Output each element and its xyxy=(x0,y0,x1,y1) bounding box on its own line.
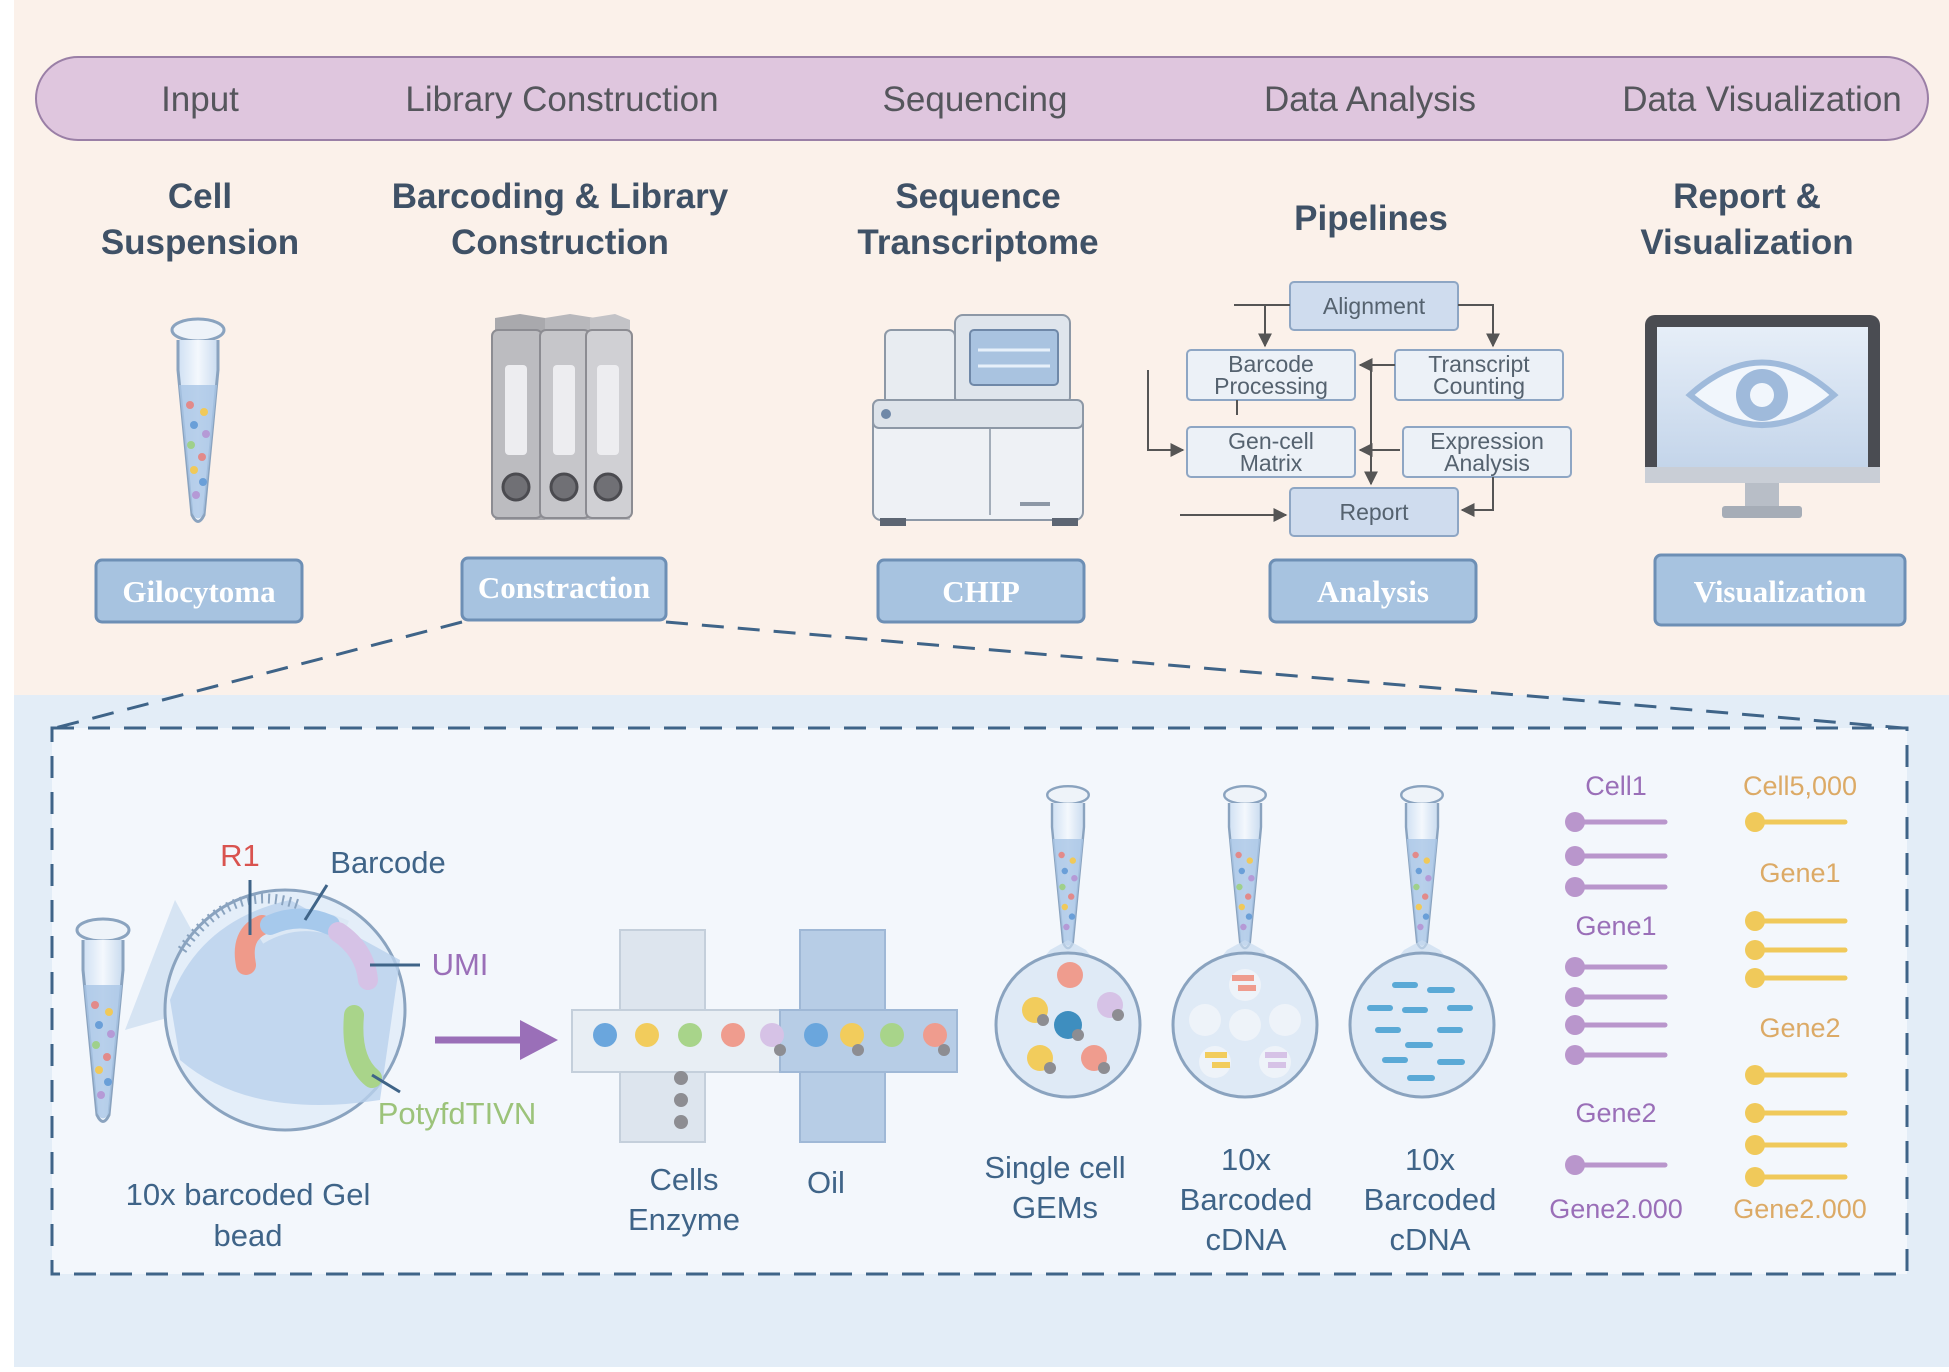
step-title-report: Report & xyxy=(1673,177,1821,216)
enzyme-label: Enzyme xyxy=(628,1202,740,1237)
matrix-right-gene2-label: Gene2 xyxy=(1759,1013,1840,1043)
report-box xyxy=(1289,487,1459,537)
stage-label-sequencing: Sequencing xyxy=(883,80,1068,119)
visualization-button[interactable]: Visualization xyxy=(1653,553,1907,627)
monitor-eye-icon xyxy=(1645,315,1880,518)
visualization-button-label: Visualization xyxy=(1694,574,1867,609)
process-arrow-icon xyxy=(435,1020,558,1060)
expression-analysis-label-2: Analysis xyxy=(1444,450,1530,476)
single-cell-gems: Single cell GEMs xyxy=(984,785,1142,1225)
barcode-processing-label-2: Processing xyxy=(1214,373,1328,399)
step-title-cell: Cell xyxy=(168,177,232,216)
constraction-button-label: Constraction xyxy=(478,570,650,605)
gen-cell-matrix-box xyxy=(1186,426,1356,478)
stage-label-visualization: Data Visualization xyxy=(1622,80,1902,119)
cdna2-label-3: cDNA xyxy=(1390,1222,1471,1257)
matrix-left-gene2-label: Gene2 xyxy=(1575,1098,1656,1128)
r1-label: R1 xyxy=(220,838,260,873)
umi-label: UMI xyxy=(432,947,489,982)
step-title-barcoding: Barcoding & Library xyxy=(392,177,729,216)
expression-analysis-box xyxy=(1402,426,1572,478)
gilocytoma-button-label: Gilocytoma xyxy=(122,574,276,609)
expression-analysis-label-1: Expression xyxy=(1430,428,1544,454)
gems-label-1: Single cell xyxy=(984,1150,1125,1185)
analysis-button[interactable]: Analysis xyxy=(1268,558,1478,624)
gene-matrix-cell1: Cell1 Gene1 Gene2 Gene2.000 xyxy=(1549,771,1683,1224)
constraction-button[interactable]: Constraction xyxy=(460,556,668,622)
transcript-counting-label-1: Transcript xyxy=(1428,351,1530,377)
barcoded-cdna-1: 10x Barcoded cDNA xyxy=(1171,785,1319,1257)
step-title-visualization: Visualization xyxy=(1640,223,1853,262)
cdna2-label-1: 10x xyxy=(1405,1142,1455,1177)
chip-button-label: CHIP xyxy=(942,574,1020,609)
step-title-construction: Construction xyxy=(451,223,669,262)
step-title-suspension: Suspension xyxy=(101,223,299,262)
stage-bar: Input Library Construction Sequencing Da… xyxy=(35,56,1929,141)
matrix-cell5000-label: Cell5,000 xyxy=(1743,771,1857,801)
gen-cell-matrix-label-2: Matrix xyxy=(1240,450,1303,476)
oil-label: Oil xyxy=(807,1165,845,1200)
step-title-pipelines: Pipelines xyxy=(1294,199,1448,238)
gilocytoma-button[interactable]: Gilocytoma xyxy=(94,558,304,624)
step-title-sequence: Sequence xyxy=(895,177,1060,216)
gel-bead-diagram: R1 Barcode UMI PotyfdTIVN 10x barcoded G… xyxy=(75,838,537,1253)
barcode-processing-box xyxy=(1186,349,1356,401)
cdna1-label-1: 10x xyxy=(1221,1142,1271,1177)
transcript-counting-box xyxy=(1394,349,1564,401)
gems-label-2: GEMs xyxy=(1012,1190,1098,1225)
barcode-processing-label-1: Barcode xyxy=(1228,351,1314,377)
microfluidic-chip: Cells Enzyme Oil xyxy=(571,929,958,1237)
stage-label-input: Input xyxy=(161,80,239,119)
gene-matrix-cell5000: Cell5,000 Gene1 Gene2 Gene2.000 xyxy=(1733,771,1867,1224)
matrix-left-gene1-label: Gene1 xyxy=(1575,911,1656,941)
binders-icon xyxy=(491,314,633,520)
polyt-label: PotyfdTIVN xyxy=(378,1096,537,1131)
chip-button[interactable]: CHIP xyxy=(876,558,1086,624)
analysis-button-label: Analysis xyxy=(1317,574,1429,609)
zoom-connector-lines xyxy=(54,620,1904,730)
stage-label-library: Library Construction xyxy=(405,80,718,119)
report-label: Report xyxy=(1339,499,1409,525)
pipeline-flowchart: Alignment Barcode Processing Transcript … xyxy=(1147,281,1572,537)
sequencer-icon xyxy=(872,314,1084,526)
matrix-right-gene2000-label: Gene2.000 xyxy=(1733,1194,1867,1224)
gen-cell-matrix-label-1: Gen-cell xyxy=(1228,428,1314,454)
step-title-transcriptome: Transcriptome xyxy=(857,223,1098,262)
matrix-left-gene2000-label: Gene2.000 xyxy=(1549,1194,1683,1224)
bead-caption-1: 10x barcoded Gel xyxy=(126,1177,371,1212)
cdna2-label-2: Barcoded xyxy=(1364,1182,1497,1217)
cdna1-label-2: Barcoded xyxy=(1180,1182,1313,1217)
cdna1-label-3: cDNA xyxy=(1206,1222,1287,1257)
barcoded-cdna-2: 10x Barcoded cDNA xyxy=(1348,785,1497,1257)
cells-label: Cells xyxy=(650,1162,719,1197)
bead-caption-2: bead xyxy=(214,1218,283,1253)
transcript-counting-label-2: Counting xyxy=(1433,373,1525,399)
matrix-right-gene1-label: Gene1 xyxy=(1759,858,1840,888)
alignment-label: Alignment xyxy=(1323,293,1426,319)
barcode-label: Barcode xyxy=(330,845,445,880)
matrix-cell1-label: Cell1 xyxy=(1585,771,1647,801)
stage-label-analysis: Data Analysis xyxy=(1264,80,1476,119)
